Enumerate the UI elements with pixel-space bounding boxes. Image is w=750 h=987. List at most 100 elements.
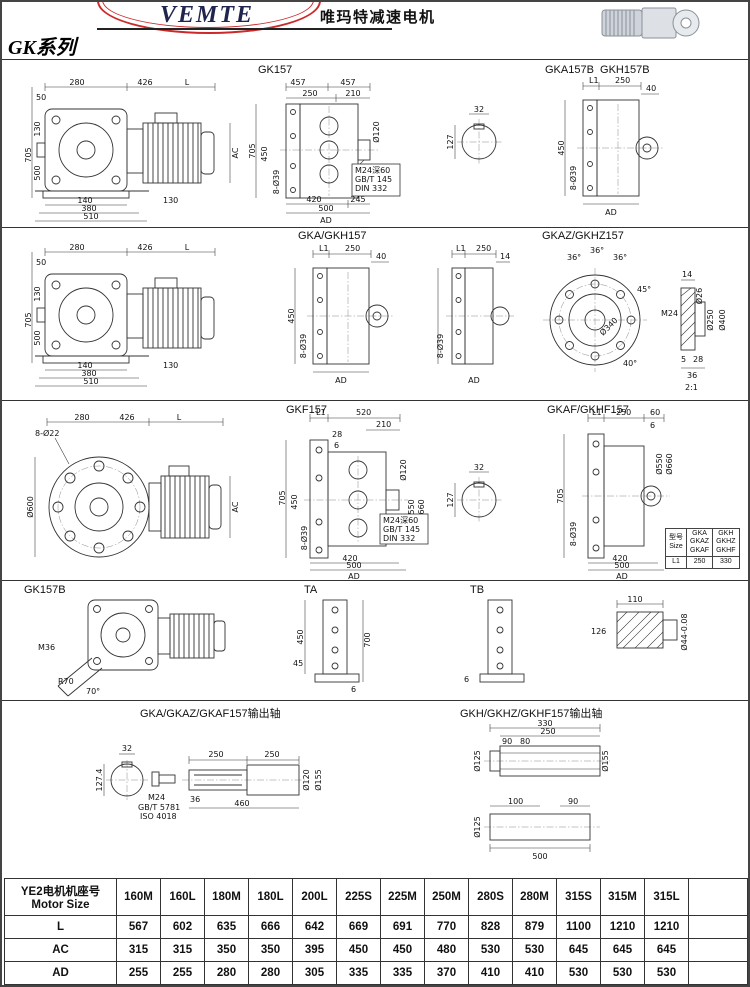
value-cell: 669 — [336, 915, 381, 939]
dim-label: AD — [616, 572, 628, 581]
dim-label: Ø550 — [654, 453, 664, 475]
model-label: GKHF — [716, 546, 736, 554]
dim-label: 457 — [340, 78, 355, 87]
column-header: 200L — [292, 878, 337, 916]
dim-label: AD — [468, 376, 480, 385]
bracket — [479, 599, 525, 683]
dim-label: 45 — [293, 659, 303, 668]
dimension-lines — [437, 250, 514, 364]
value-cell: 350 — [204, 938, 249, 962]
dim-label: 330 — [537, 719, 552, 728]
dim-label: 705 — [248, 143, 257, 158]
dimension-lines — [454, 471, 503, 523]
brand-name: VEMTE — [159, 2, 255, 28]
panel-title-output-shaft-h: GKH/GKHZ/GKHF157输出轴 — [460, 708, 603, 720]
value-cell: 255 — [160, 961, 205, 985]
flange-and-housing — [587, 433, 662, 559]
table-row: AC 315 315 350 350 395 450 450 480 530 5… — [4, 938, 748, 962]
drawing-gkf157-front: 280 426 L 8-Ø22 Ø600 AC — [25, 413, 240, 558]
drawing-gka157b-side: L1 250 40 450 8-Ø39 AD — [557, 76, 663, 217]
bracket — [314, 599, 360, 683]
value-cell: 530 — [512, 938, 557, 962]
row-label: L — [4, 915, 117, 939]
column-header: 225S — [336, 878, 381, 916]
dim-label: 450 — [290, 494, 299, 509]
value-cell: 330 — [712, 556, 740, 569]
row-label: AC — [4, 938, 117, 962]
scale-label: 2:1 — [685, 383, 698, 392]
value-cell: 602 — [160, 915, 205, 939]
model-label: GKAF — [690, 546, 710, 554]
dimension-lines — [304, 600, 364, 682]
value-cell: 450 — [380, 938, 425, 962]
model-label: GKA — [692, 530, 707, 537]
dimension-lines — [285, 414, 408, 571]
drawing-output-shaft-a: 32 127.4 M24 GB/T 5781 ISO 4018 250 250 … — [95, 744, 323, 821]
dim-label: 126 — [591, 627, 606, 636]
dim-label: Ø550 — [406, 499, 416, 521]
dimension-lines — [31, 248, 216, 387]
dim-label: 6 — [650, 421, 655, 430]
dim-label: 28 — [332, 430, 342, 439]
panel-title-gk157b: GK157B — [24, 584, 66, 596]
dim-label: 500 — [614, 561, 629, 570]
dim-label: 36 — [190, 795, 200, 804]
value-cell: 666 — [248, 915, 293, 939]
dim-label: AD — [320, 216, 332, 225]
drawing-flange-side-b: L1 250 14 8-Ø39 AD — [435, 244, 514, 385]
center-hole-spec: M24深60 GB/T 145 DIN 332 — [351, 159, 401, 197]
dim-label: Ø120 — [398, 459, 408, 481]
dim-label: 380 — [81, 369, 96, 378]
dimension-lines — [34, 418, 231, 557]
dim-label: 280 — [69, 78, 84, 87]
base-feet — [35, 355, 149, 364]
dim-label: 250 — [616, 408, 631, 417]
model-label: GKHZ — [716, 538, 736, 546]
dim-label: Ø400 — [717, 309, 727, 331]
drawing-gkf157-side: L1 520 210 28 6 Ø120 Ø550 Ø660 M24深60 GB… — [278, 408, 429, 581]
size-table-col-a: GKA GKAZ GKAF — [685, 527, 714, 558]
column-header: 225M — [380, 878, 425, 916]
value-cell: 530 — [600, 961, 645, 985]
dim-label: 130 — [33, 121, 42, 136]
dim-label: 460 — [234, 799, 249, 808]
column-header: 315S — [556, 878, 601, 916]
output-shaft — [57, 657, 103, 697]
dim-label: AC — [231, 147, 240, 158]
empty-cell — [688, 961, 748, 985]
dim-label: 250 — [302, 89, 317, 98]
motor — [126, 112, 215, 184]
dim-label: Ø120 — [301, 769, 311, 791]
motor — [148, 465, 222, 539]
table-row: L 567 602 635 666 642 669 691 770 828 87… — [4, 915, 748, 939]
dim-label: 705 — [278, 490, 287, 505]
value-cell: 395 — [292, 938, 337, 962]
panel-title-gk157: GK157 — [258, 64, 293, 76]
section-divider — [2, 580, 748, 581]
flange-and-housing — [309, 439, 400, 559]
dim-label: 250 — [345, 244, 360, 253]
dim-label: 426 — [137, 78, 152, 87]
value-cell: 645 — [600, 938, 645, 962]
dim-label: 450 — [287, 308, 296, 323]
dim-label: 80 — [520, 737, 530, 746]
drawing-gkaz-flange: 36° 36° 36° 45° 40° Ø340 14 M24 Ø26 Ø250… — [543, 246, 727, 392]
thread-spec-label: M24 — [148, 793, 165, 802]
dim-label: 5 — [681, 355, 686, 364]
standard-label: DIN 332 — [355, 184, 387, 193]
dim-label: 500 — [532, 852, 547, 861]
center-hole-spec: M24深60 GB/T 145 DIN 332 — [379, 513, 429, 545]
value-cell: 635 — [204, 915, 249, 939]
dimension-lines — [31, 83, 231, 222]
flange-and-housing — [582, 99, 659, 197]
dim-label: Ø26 — [694, 288, 704, 304]
angle-label: 45° — [637, 285, 651, 294]
table-row: AD 255 255 280 280 305 335 335 370 410 4… — [4, 961, 748, 985]
value-cell: 879 — [512, 915, 557, 939]
dim-label: 127 — [446, 492, 455, 507]
dim-label: 510 — [83, 377, 98, 386]
dim-label: AD — [605, 208, 617, 217]
column-header: 280S — [468, 878, 513, 916]
dim-label: Ø125 — [472, 750, 482, 772]
dim-label: 210 — [345, 89, 360, 98]
